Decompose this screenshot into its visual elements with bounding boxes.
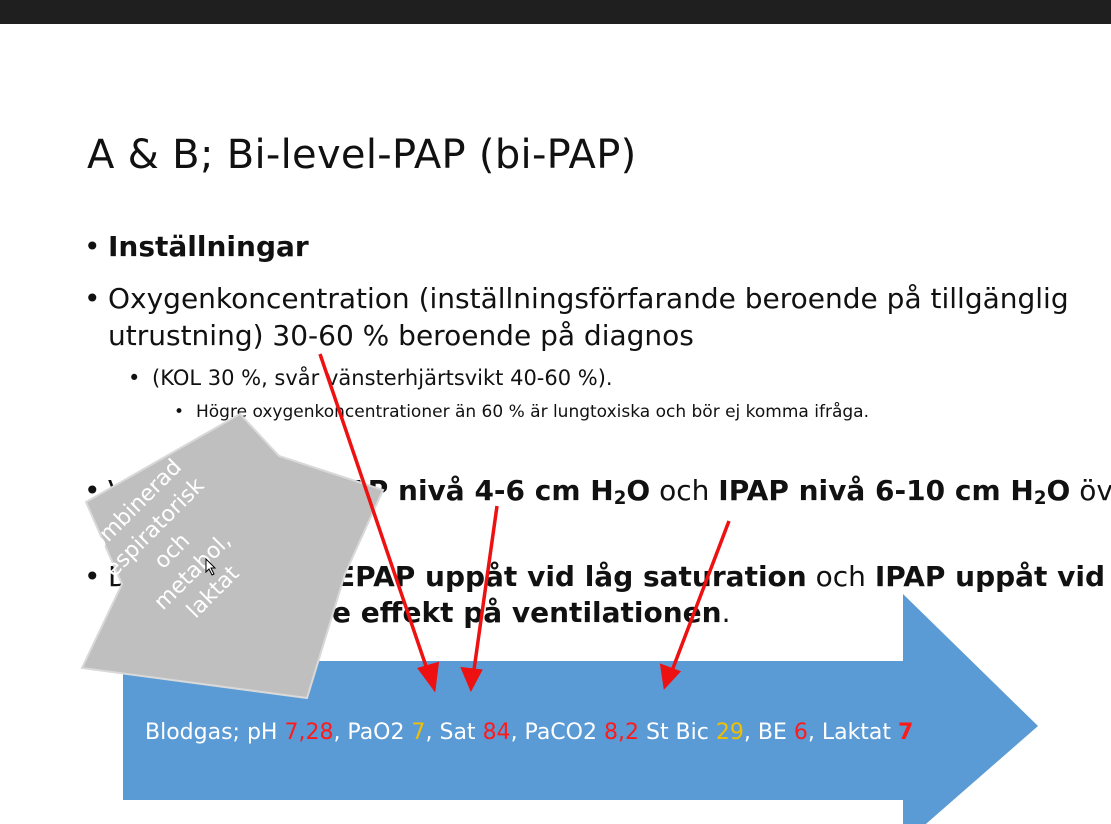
stbic-value: 29 (715, 720, 744, 745)
bg-prefix: Blodgas; pH (145, 720, 285, 745)
slide-title: A & B; Bi-level-PAP (bi-PAP) (87, 132, 637, 178)
o-char: O (1046, 474, 1071, 507)
laktat-value: 7 (898, 720, 914, 745)
bullet-2-sub: (KOL 30 %, svår vänsterhjärtsvikt 40-60 … (152, 366, 613, 390)
o-char: O (626, 474, 651, 507)
sat-value: 84 (482, 720, 511, 745)
period: . (721, 596, 731, 629)
effect-text: de effekt på ventilationen (312, 596, 722, 629)
bullet-2-line2: utrustning) 30-60 % beroende på diagnos (108, 319, 694, 352)
ipap-setting: IPAP nivå 6-10 cm H (718, 474, 1034, 507)
title-bold: A & B (87, 132, 200, 178)
bullet-1: Inställningar (108, 230, 309, 263)
blue-arrow-shape (123, 594, 1038, 824)
epap-adjust: EPAP uppåt vid låg saturation (336, 560, 807, 593)
mouse-cursor-icon (205, 558, 217, 576)
bullet-2-subsub: Högre oxygenkoncentrationer än 60 % är l… (196, 402, 869, 422)
bullet-1-text: Inställningar (108, 230, 309, 263)
over-word: över (1079, 474, 1111, 507)
bloodgas-text: Blodgas; pH 7,28, PaO2 7, Sat 84, PaCO2 … (145, 720, 913, 745)
bullet-dot-1: • (84, 230, 101, 263)
bullet-dot-4: • (84, 560, 101, 593)
ph-value: 7,28 (284, 720, 334, 745)
subscript: 2 (613, 488, 627, 509)
red-arrow-1 (318, 353, 432, 679)
be-label: , BE (743, 720, 794, 745)
overlay-shapes (80, 353, 731, 700)
be-value: 6 (793, 720, 808, 745)
bullet-2-line1: Oxygenkoncentration (inställningsförfara… (108, 282, 1069, 315)
red-arrowhead-1 (417, 661, 440, 693)
bullet-dot-2a: • (128, 366, 141, 390)
bullet-dot-2: • (84, 282, 101, 315)
subscript: 2 (1033, 488, 1047, 509)
stbic-label: St Bic (638, 720, 716, 745)
red-arrowhead-2 (460, 666, 483, 693)
och-word: och (659, 474, 710, 507)
red-arrows (318, 353, 731, 693)
och-word: och (815, 560, 866, 593)
paco2-label: , PaCO2 (510, 720, 604, 745)
blue-arrow (123, 594, 1038, 824)
red-arrow-3 (668, 520, 731, 677)
bullet-3-rest: EPAP nivå 4-6 cm H2O och IPAP nivå 6-10 … (309, 474, 1111, 509)
red-arrowhead-3 (659, 663, 682, 690)
laktat-label: , Laktat (807, 720, 899, 745)
bullet-dot-2b: • (174, 402, 185, 422)
title-rest: ; Bi-level-PAP (bi-PAP) (199, 132, 637, 178)
paco2-value: 8,2 (603, 720, 639, 745)
sat-label: , Sat (425, 720, 483, 745)
bullet-4-line2b: de effekt på ventilationen. (312, 596, 731, 629)
slide: A & B; Bi-level-PAP (bi-PAP) • Inställni… (0, 24, 1111, 824)
red-arrow-2 (471, 505, 499, 678)
callout-arrow (80, 412, 385, 700)
top-bar (0, 0, 1111, 24)
pao2-value: 7 (411, 720, 426, 745)
bullet-4-rest: EPAP uppåt vid låg saturation och IPAP u… (336, 560, 1105, 593)
pao2-label: , PaO2 (333, 720, 412, 745)
ipap-adjust: IPAP uppåt vid (874, 560, 1106, 593)
